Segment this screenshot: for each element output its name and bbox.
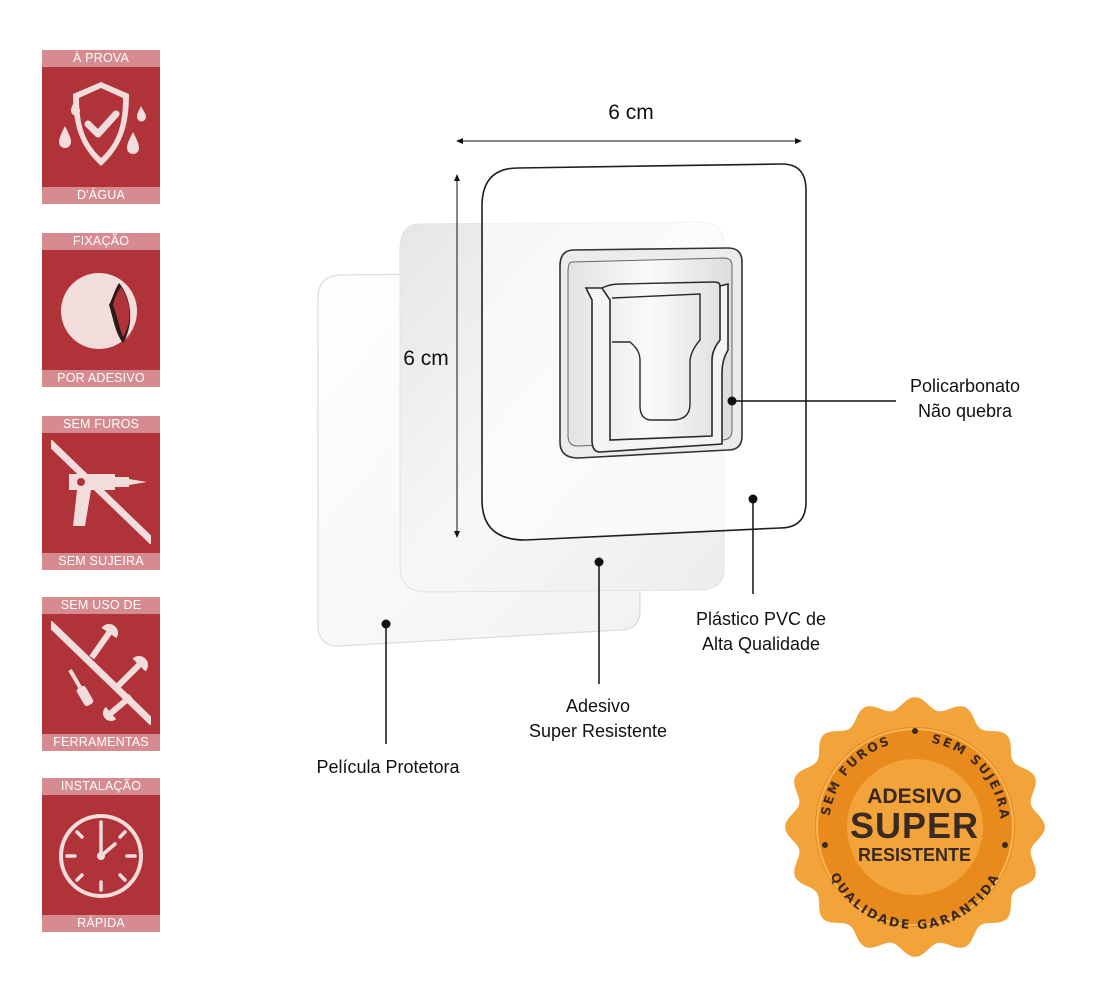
callout-line: Não quebra — [917, 401, 1013, 421]
seal-line1: ADESIVO — [867, 785, 962, 808]
badge-top-label: À PROVA — [42, 50, 160, 67]
policarbonato-callout: Policarbonato Não quebra — [895, 374, 1035, 424]
adhesive-sticker-icon — [51, 257, 151, 361]
seal-line2: SUPER — [849, 805, 980, 846]
badge-bottom-label: D'ÁGUA — [42, 187, 160, 204]
badge-bottom-label: POR ADESIVO — [42, 370, 160, 387]
badge-top-label: SEM FUROS — [42, 416, 160, 433]
waterproof-shield-icon — [51, 74, 151, 178]
adesivo-callout: Adesivo Super Resistente — [510, 694, 686, 744]
no-drill-icon — [51, 440, 151, 544]
badge-adhesive: FIXAÇÃO POR ADESIVO — [42, 233, 160, 387]
callout-line: Alta Qualidade — [701, 634, 821, 654]
badge-top-label: SEM USO DE — [42, 597, 160, 614]
height-dimension-label: 6 cm — [403, 347, 449, 370]
callout-line: Policarbonato — [909, 376, 1021, 396]
badge-bottom-label: SEM SUJEIRA — [42, 553, 160, 570]
badge-top-label: FIXAÇÃO — [42, 233, 160, 250]
pvc-callout: Plástico PVC de Alta Qualidade — [682, 607, 840, 657]
badge-waterproof: À PROVA D'ÁGUA — [42, 50, 160, 204]
badge-top-label: INSTALAÇÃO — [42, 778, 160, 795]
badge-bottom-label: RÁPIDA — [42, 915, 160, 932]
width-dimension-label: 6 cm — [608, 101, 654, 124]
seal-line3: RESISTENTE — [857, 845, 972, 865]
callout-line: Adesivo — [565, 696, 631, 716]
badge-no-tools: SEM USO DE FERRAMENTAS — [42, 597, 160, 751]
callout-line: Plástico PVC de — [695, 609, 827, 629]
quality-seal: SEM FUROS SEM SUJEIRA QUALIDADE GARANTID… — [777, 695, 1052, 960]
pelicula-callout: Película Protetora — [316, 757, 460, 777]
no-tools-icon — [51, 621, 151, 725]
badge-quick-install: INSTALAÇÃO RÁPIDA — [42, 778, 160, 932]
callout-line: Super Resistente — [528, 721, 668, 741]
clock-icon — [51, 802, 151, 906]
seal-badge-icon: SEM FUROS SEM SUJEIRA QUALIDADE GARANTID… — [785, 697, 1045, 957]
badge-bottom-label: FERRAMENTAS — [42, 734, 160, 751]
badge-no-holes: SEM FUROS SEM SUJEIRA — [42, 416, 160, 570]
